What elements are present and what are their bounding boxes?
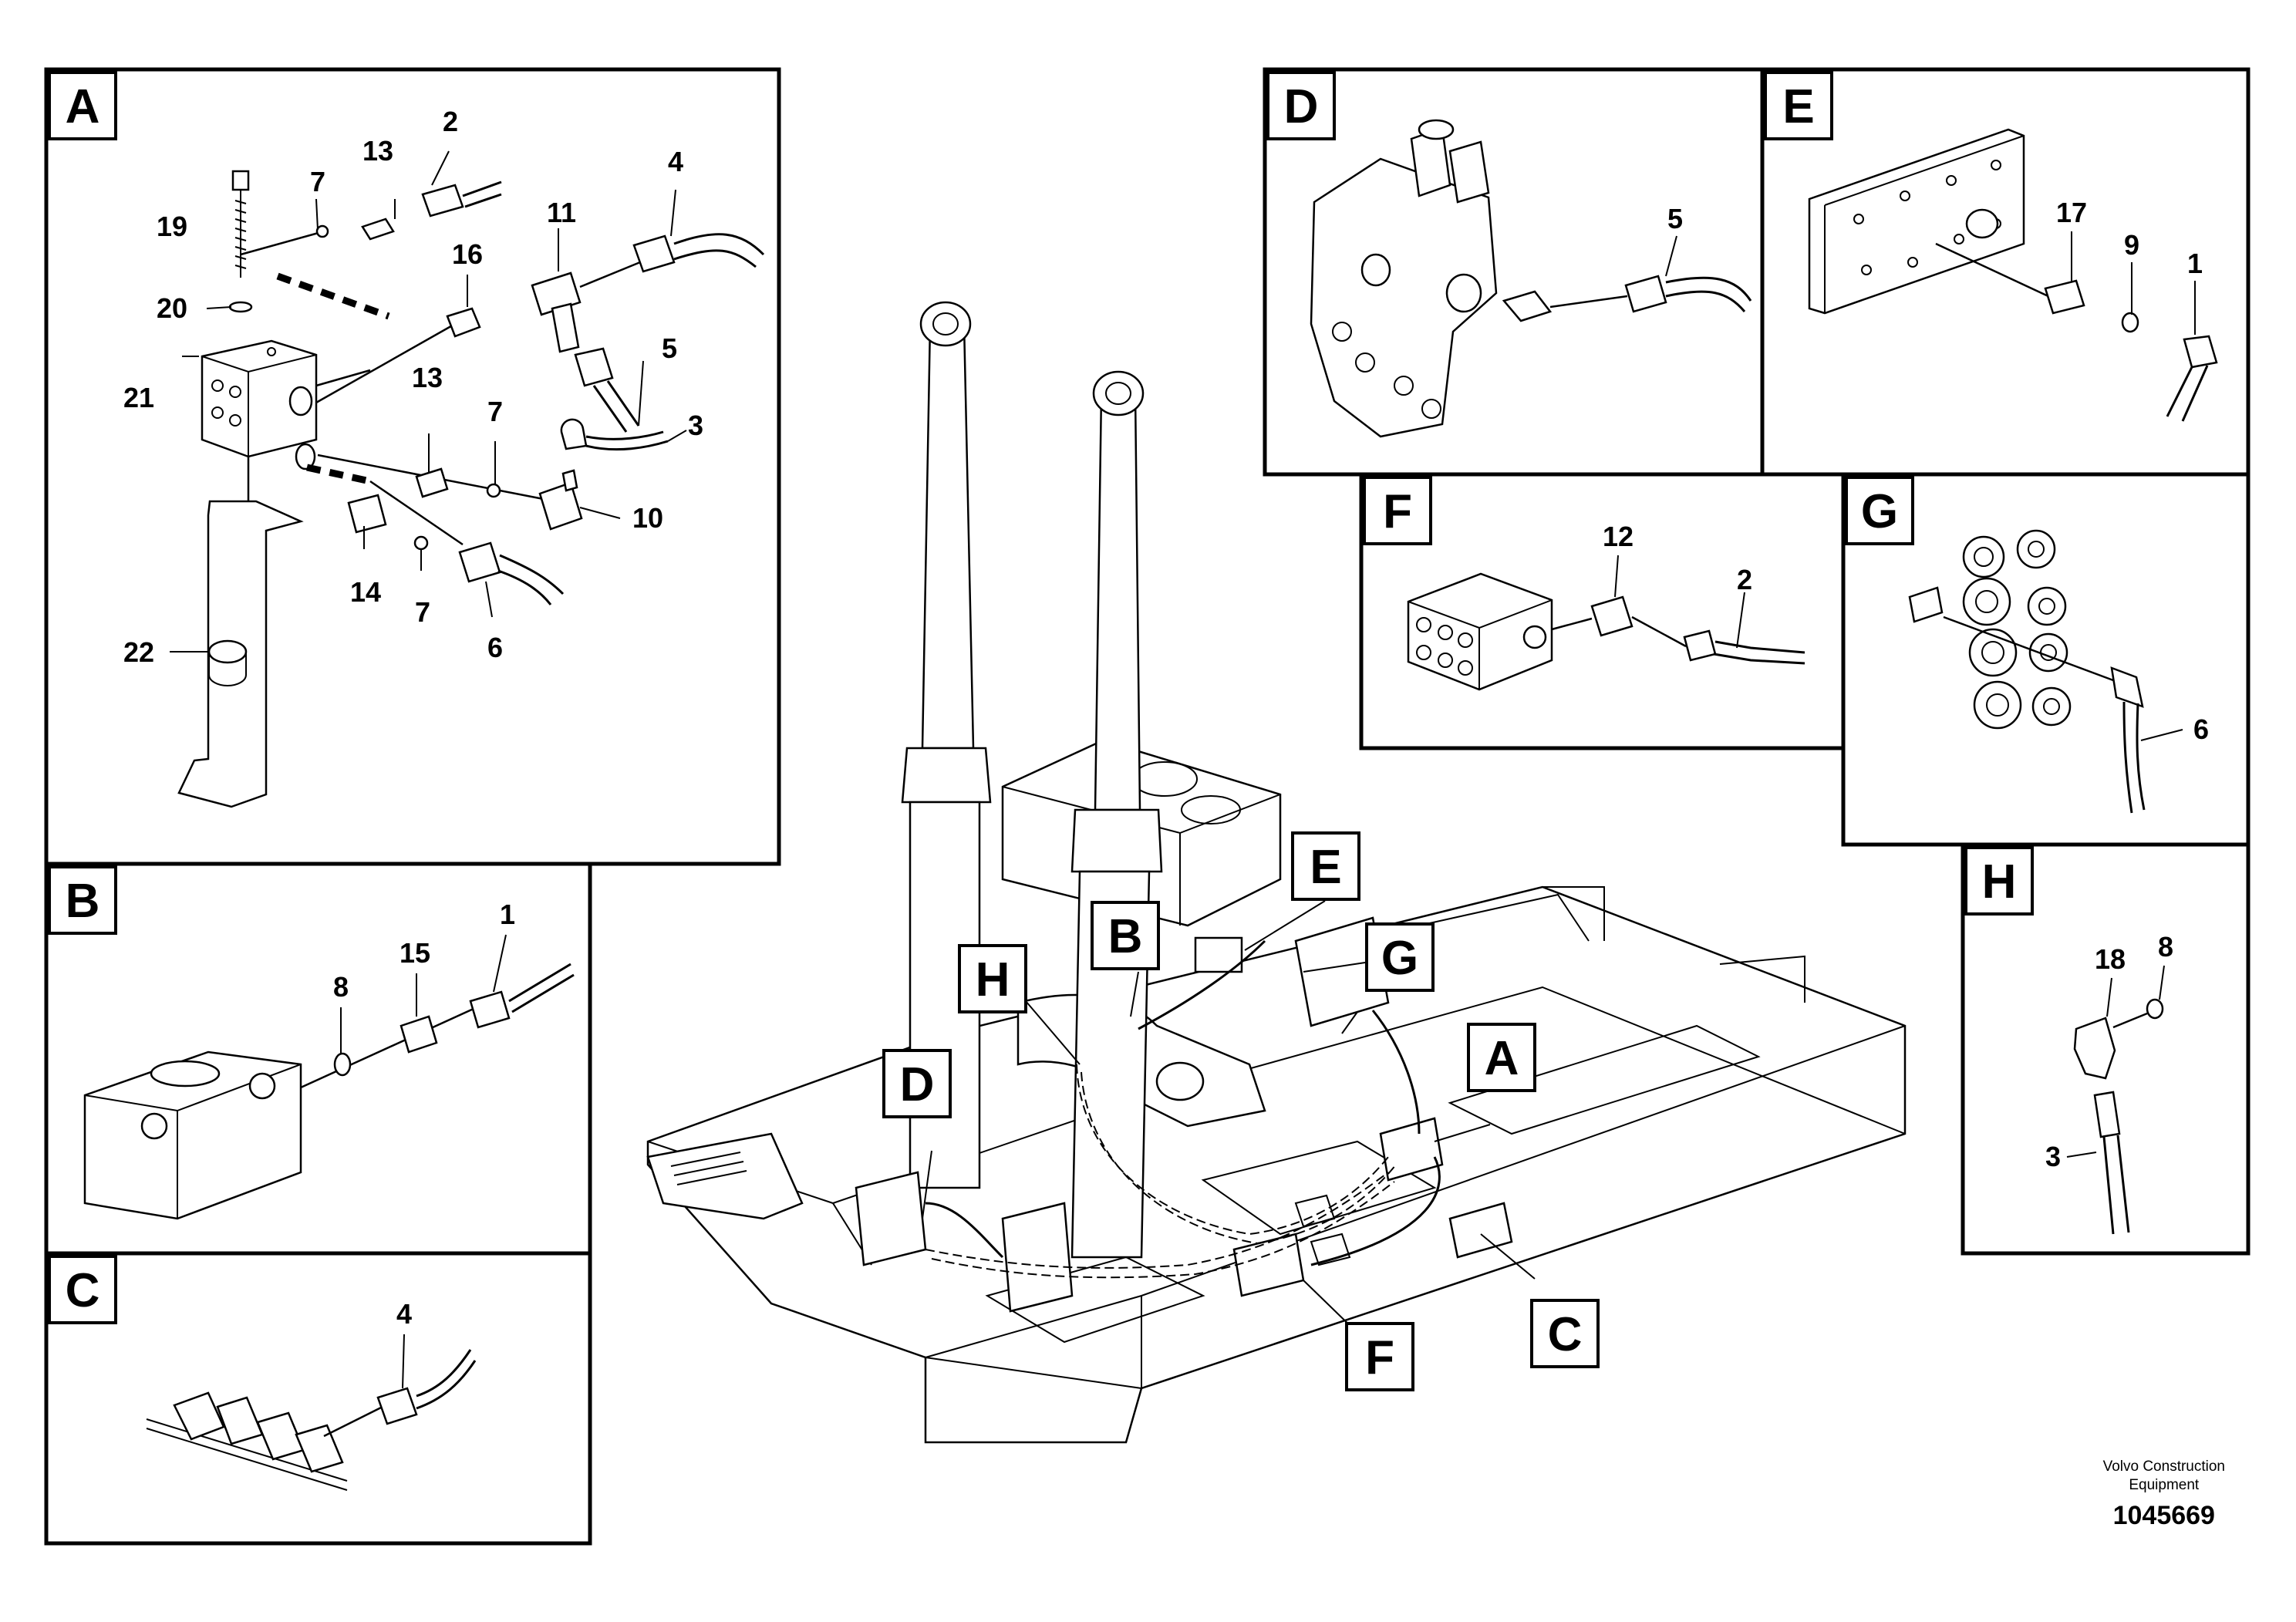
panel-letter-h: H <box>1964 846 2034 916</box>
callout-a-3: 3 <box>688 410 703 441</box>
callout-b-15: 15 <box>400 937 430 969</box>
callout-d-5: 5 <box>1667 203 1683 234</box>
marker-c-label: C <box>1548 1308 1583 1361</box>
callout-c-4: 4 <box>396 1298 412 1330</box>
callout-e-9: 9 <box>2124 229 2139 261</box>
callout-a-7c: 7 <box>415 596 430 628</box>
panel-letter-b: B <box>48 865 117 935</box>
panel-e-label: E <box>1782 80 1814 133</box>
panel-a-frame <box>44 67 781 866</box>
marker-f-label: F <box>1365 1331 1394 1384</box>
callout-a-19: 19 <box>157 211 187 242</box>
callout-a-13: 13 <box>362 135 393 167</box>
callout-a-7b: 7 <box>487 396 503 427</box>
callout-h-8: 8 <box>2158 931 2173 963</box>
brand-line-2: Equipment <box>2129 1477 2200 1493</box>
panel-a-drawing: 19 7 13 2 4 11 16 5 20 21 13 7 3 10 14 7… <box>123 106 765 808</box>
panel-b-drawing: 8 15 1 <box>83 899 575 1220</box>
panel-letter-f: F <box>1363 476 1432 545</box>
panel-d-drawing: 5 <box>1310 119 1752 438</box>
panel-a-label: A <box>66 80 100 133</box>
callout-a-11: 11 <box>547 197 576 228</box>
callout-a-22: 22 <box>123 636 154 668</box>
marker-e: E <box>1291 831 1360 901</box>
panel-g-drawing: 6 <box>1908 529 2209 814</box>
callout-a-16: 16 <box>452 238 483 270</box>
marker-g-label: G <box>1381 932 1418 985</box>
panel-letter-d: D <box>1266 71 1336 140</box>
callout-a-6: 6 <box>487 632 503 663</box>
marker-g: G <box>1365 922 1435 992</box>
drawing-number: 1045669 <box>2112 1501 2215 1530</box>
panel-letter-e: E <box>1764 71 1833 140</box>
callout-e-1: 1 <box>2187 248 2203 279</box>
marker-a-label: A <box>1485 1032 1519 1085</box>
marker-d: D <box>882 1049 952 1118</box>
panel-c-drawing: 4 <box>146 1298 477 1491</box>
panel-f-label: F <box>1383 485 1412 538</box>
callout-a-2: 2 <box>443 106 458 137</box>
callout-a-14: 14 <box>350 576 381 608</box>
callout-a-20: 20 <box>157 292 187 324</box>
marker-h: H <box>958 944 1027 1013</box>
panel-c-frame <box>44 1251 592 1546</box>
callout-a-7: 7 <box>310 166 325 197</box>
footer-credit: Volvo Construction Equipment 1045669 <box>2103 1458 2225 1531</box>
marker-e-label: E <box>1310 841 1341 894</box>
callout-f-12: 12 <box>1603 521 1633 552</box>
callout-e-17: 17 <box>2056 197 2087 228</box>
panel-g-label: G <box>1861 485 1898 538</box>
callout-b-8: 8 <box>333 971 349 1003</box>
marker-b-label: B <box>1108 910 1143 963</box>
panel-f-drawing: 12 2 <box>1407 521 1805 691</box>
callout-a-5: 5 <box>662 332 677 364</box>
callout-h-3: 3 <box>2045 1141 2061 1172</box>
panel-letter-a: A <box>48 71 117 140</box>
panel-letter-c: C <box>48 1255 117 1324</box>
callout-a-4: 4 <box>668 146 683 177</box>
panel-c-label: C <box>66 1264 100 1317</box>
callout-a-10: 10 <box>632 502 663 534</box>
panel-h-frame <box>1961 842 2250 1256</box>
marker-f: F <box>1345 1322 1414 1391</box>
panel-h-drawing: 18 8 3 <box>2045 931 2173 1235</box>
marker-c: C <box>1530 1299 1600 1368</box>
callout-g-6: 6 <box>2193 713 2209 745</box>
callout-a-21: 21 <box>123 382 154 413</box>
brand-line-1: Volvo Construction <box>2102 1458 2225 1475</box>
panel-letter-g: G <box>1845 476 1914 545</box>
panel-d-label: D <box>1284 80 1319 133</box>
panel-b-label: B <box>66 875 100 928</box>
panel-e-drawing: 17 9 1 <box>1808 128 2218 422</box>
callout-f-2: 2 <box>1737 564 1752 595</box>
marker-a: A <box>1467 1023 1536 1092</box>
callout-h-18: 18 <box>2095 943 2126 975</box>
marker-h-label: H <box>976 953 1010 1007</box>
marker-d-label: D <box>900 1058 935 1111</box>
callout-b-1: 1 <box>500 899 515 930</box>
main-assembly <box>646 301 1907 1444</box>
callout-a-13b: 13 <box>412 362 443 393</box>
marker-b: B <box>1091 901 1160 970</box>
panel-h-label: H <box>1982 855 2017 909</box>
